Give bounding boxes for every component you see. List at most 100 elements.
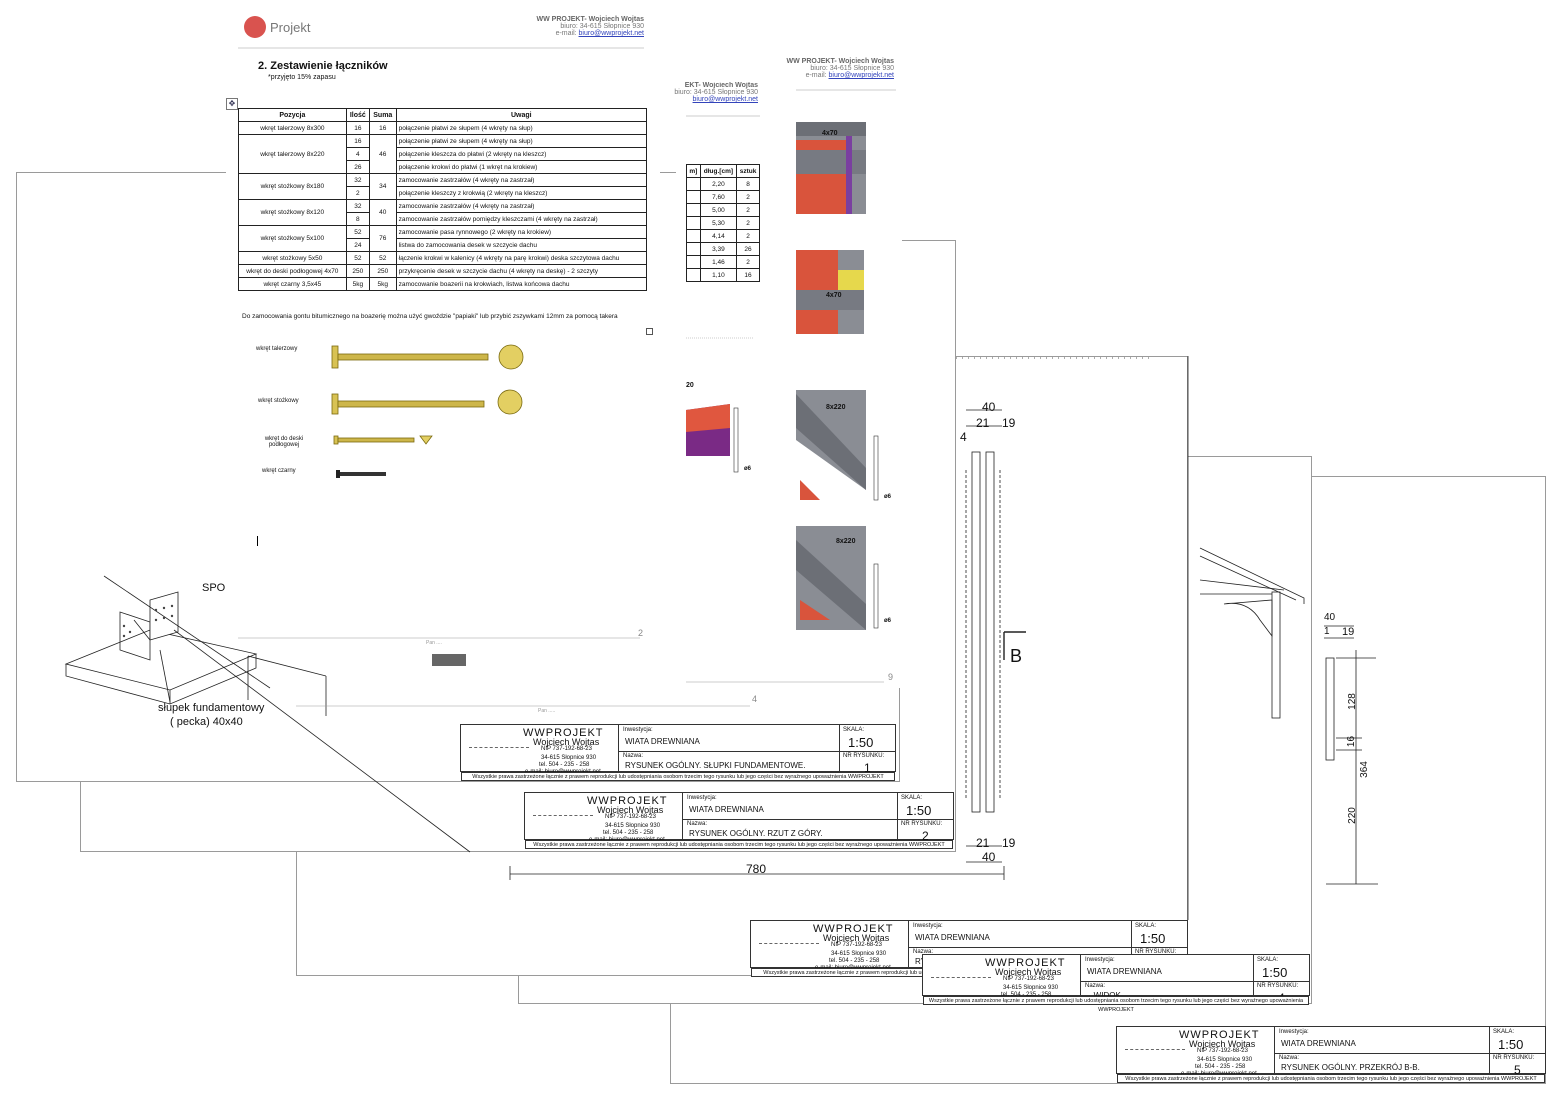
length-cell: 2: [736, 255, 760, 269]
cell-quantity: 52: [345, 251, 370, 265]
length-cell: 2: [736, 190, 760, 204]
length-cell: 4,14: [699, 229, 738, 243]
table-header: Suma: [368, 108, 397, 122]
length-cell: [686, 255, 701, 269]
cell-note: połączenie płatwi ze słupem (4 wkręty na…: [395, 121, 648, 135]
drawing-name: RYSUNEK OGÓLNY. PRZEKRÓJ B-B.: [1281, 1063, 1420, 1072]
cell-sum: 46: [368, 134, 397, 174]
header-email-link-3[interactable]: biuro@wwprojekt.net: [692, 96, 758, 103]
investment-value: WIATA DREWNIANA: [1087, 967, 1162, 976]
length-cell: [686, 203, 701, 217]
page-number-3: 4: [752, 694, 758, 704]
section-mark-b: B: [1010, 646, 1023, 666]
length-cell: [686, 216, 701, 230]
detail-label-g: ø6: [884, 618, 892, 624]
cell-position: wkręt czarny 3,5x45: [238, 277, 347, 291]
length-cell: [686, 229, 701, 243]
investment-label: Inwestycja:: [623, 727, 653, 733]
drawing-number-label: NR RYSUNKU:: [843, 753, 885, 759]
name-label: Nazwa:: [1279, 1055, 1300, 1061]
firm-address: 34-615 Słopnice 930: [1003, 985, 1059, 991]
investment-label: Inwestycja:: [1279, 1029, 1309, 1035]
dim-40-bottom: 40: [982, 850, 996, 864]
cell-note: połączenie płatwi ze słupem (4 wkręty na…: [395, 134, 648, 148]
dim-r220: 220: [1346, 807, 1358, 824]
signature-icon: [759, 935, 819, 944]
logo: Projekt: [240, 12, 326, 46]
header-address-2: biuro: 34-615 Słopnice 930: [810, 65, 894, 72]
investment-label: Inwestycja:: [1085, 957, 1115, 963]
name-label: Nazwa:: [1085, 983, 1106, 989]
firm-tel: tel. 504 - 235 - 258: [829, 958, 880, 964]
copyright-notice: Wszystkie prawa zastrzeżone łącznie z pr…: [1117, 1074, 1545, 1083]
text-cursor: [257, 536, 258, 546]
header-address: biuro: 34-615 Słopnice 930: [560, 23, 644, 30]
logo-text: Projekt: [270, 20, 311, 35]
firm-address: 34-615 Słopnice 930: [605, 823, 661, 829]
section-title: 2. Zestawienie łączników: [258, 60, 388, 72]
section-subtitle: *przyjęto 15% zapasu: [268, 74, 336, 81]
scale-value: 1:50: [1262, 965, 1288, 980]
firm-name: WWPROJEKT: [587, 795, 668, 807]
dim-r364: 364: [1358, 761, 1370, 778]
move-handle-icon[interactable]: ✥: [226, 98, 238, 110]
scale-value: 1:50: [848, 735, 874, 750]
logo-icon: [244, 16, 266, 38]
length-cell: 16: [736, 268, 760, 282]
length-header: m]: [686, 164, 701, 178]
header-email-link-2[interactable]: biuro@wwprojekt.net: [828, 72, 894, 79]
length-cell: 2,20: [699, 177, 738, 191]
firm-tel: tel. 504 - 235 - 258: [1001, 992, 1052, 998]
investment-label: Inwestycja:: [687, 795, 717, 801]
dim-4: 4: [960, 430, 967, 444]
length-cell: 7,60: [699, 190, 738, 204]
header-address-3: biuro: 34-615 Słopnice 930: [674, 89, 758, 96]
investment-value: WIATA DREWNIANA: [625, 737, 700, 746]
scale-value: 1:50: [1498, 1037, 1524, 1052]
cell-sum: 40: [368, 199, 397, 226]
cell-sum: 52: [368, 251, 397, 265]
drawing-number: 2: [922, 829, 929, 843]
detail-label-a: 4x70: [822, 130, 838, 137]
cell-sum: 16: [368, 121, 397, 135]
drawing-number: 1: [864, 761, 871, 775]
length-cell: 2: [736, 229, 760, 243]
firm-name: WWPROJEKT: [523, 727, 604, 739]
detail-label-e: ø6: [744, 466, 752, 472]
detail-label-h: 20: [686, 382, 694, 389]
dim-r16: 16: [1346, 735, 1358, 748]
length-cell: [686, 177, 701, 191]
signature-icon: [469, 739, 529, 748]
cell-quantity: 8: [345, 212, 370, 226]
length-cell: 8: [736, 177, 760, 191]
signature-icon: [533, 807, 593, 816]
header-company-3: EKT- Wojciech Wojtas: [684, 82, 758, 89]
cell-note: zamocowanie zastrzałów (4 wkręty na zast…: [395, 199, 648, 213]
firm-address: 34-615 Słopnice 930: [831, 951, 887, 957]
dim-19-bottom: 19: [1002, 836, 1016, 850]
cell-quantity: 2: [345, 186, 370, 200]
dim-r19: 19: [1342, 626, 1355, 638]
firm-address: 34-615 Słopnice 930: [1197, 1057, 1253, 1063]
resize-handle-icon[interactable]: [646, 328, 653, 335]
firm-owner: Wojciech Wojtas: [533, 737, 600, 747]
header-company-2: WW PROJEKT- Wojciech Wojtas: [786, 58, 894, 65]
cell-position: wkręt stożkowy 8x180: [238, 173, 347, 200]
length-cell: [686, 242, 701, 256]
cell-note: przykręcenie desek w szczycie dachu (4 w…: [395, 264, 648, 278]
signature-icon: [931, 969, 991, 978]
length-cell: 1,10: [699, 268, 738, 282]
screw-label-black: wkręt czarny: [262, 468, 296, 474]
length-cell: 3,39: [699, 242, 738, 256]
header-email-link[interactable]: biuro@wwprojekt.net: [578, 30, 644, 37]
